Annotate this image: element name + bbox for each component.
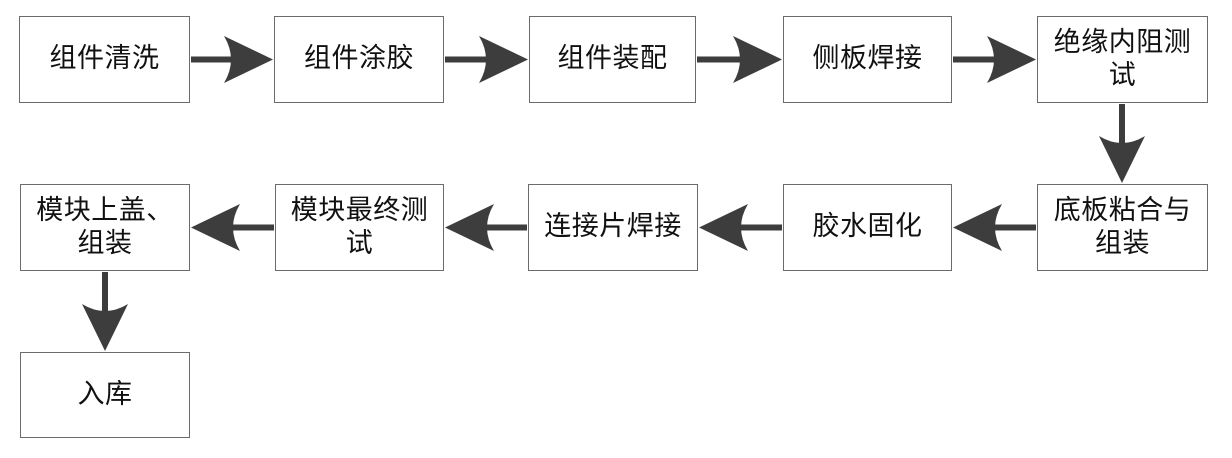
process-node-insulation-resistance-test[interactable]: 绝缘内阻测 试 [1037, 16, 1208, 103]
edge-arrow-left [445, 204, 527, 251]
process-node-base-plate-bonding-assembly[interactable]: 底板粘合与 组装 [1037, 184, 1208, 271]
process-node-glue-curing[interactable]: 胶水固化 [783, 184, 952, 271]
process-node-component-cleaning[interactable]: 组件清洗 [19, 16, 190, 103]
edge-arrow-left [953, 204, 1036, 251]
process-node-side-plate-welding[interactable]: 侧板焊接 [783, 16, 952, 103]
edge-arrow-down [82, 272, 128, 351]
edge-arrow-right [445, 36, 528, 83]
edge-arrow-left [191, 204, 274, 251]
process-node-component-gluing[interactable]: 组件涂胶 [274, 16, 444, 103]
edge-arrow-down [1099, 104, 1145, 183]
process-node-busbar-welding[interactable]: 连接片焊接 [528, 184, 698, 271]
edge-arrow-right [953, 36, 1036, 83]
process-node-component-assembly[interactable]: 组件装配 [529, 16, 696, 103]
edge-arrow-right [191, 36, 273, 83]
edge-arrow-right [697, 36, 782, 83]
edge-arrow-left [699, 204, 782, 251]
process-node-warehousing[interactable]: 入库 [20, 352, 190, 438]
process-node-module-final-test[interactable]: 模块最终测 试 [275, 184, 444, 271]
process-node-module-top-cover-assembly[interactable]: 模块上盖、 组装 [20, 184, 190, 271]
